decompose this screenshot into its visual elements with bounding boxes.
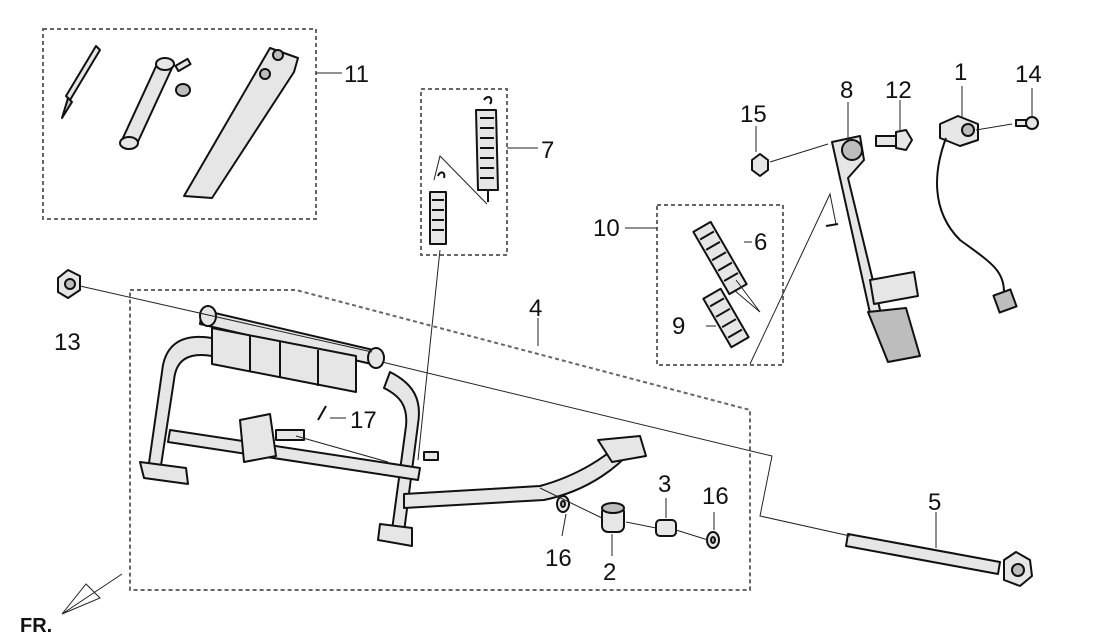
callout-9: 9 — [672, 313, 685, 340]
screwdriver-tool — [61, 45, 101, 119]
callout-8: 8 — [840, 77, 853, 104]
washer-16-left — [556, 495, 570, 513]
cotter-pin — [317, 405, 327, 421]
front-direction-label: FR. — [20, 615, 52, 637]
callout-3: 3 — [658, 471, 671, 498]
pivot-bolt — [875, 129, 913, 151]
callout-13: 13 — [54, 329, 81, 356]
callout-16-left: 16 — [545, 545, 572, 572]
side-stand-spring-group-box — [656, 204, 784, 366]
flange-nut — [57, 269, 81, 299]
callout-17: 17 — [350, 407, 377, 434]
side-stand-spring-6 — [692, 220, 748, 296]
callout-14: 14 — [1015, 61, 1042, 88]
side-stand-switch — [936, 115, 1018, 314]
side-stand-spring-9 — [702, 287, 750, 349]
callout-7: 7 — [541, 137, 554, 164]
toolkit-group-box — [42, 28, 317, 220]
leader-lines — [79, 72, 1033, 556]
switch-screw — [1015, 116, 1039, 130]
main-stand-spring-small — [429, 171, 447, 245]
box-spanner-tool — [119, 57, 192, 150]
callout-16-right: 16 — [702, 483, 729, 510]
main-stand-group-box — [129, 289, 751, 591]
main-stand-spring-large — [475, 96, 499, 202]
callout-10: 10 — [593, 215, 620, 242]
side-stand — [825, 135, 921, 363]
callout-4: 4 — [529, 295, 542, 322]
callout-6: 6 — [754, 229, 767, 256]
pivot-shaft — [845, 533, 1033, 587]
tool-pouch — [183, 47, 299, 199]
callout-15: 15 — [740, 101, 767, 128]
main-stand-spring-group-box — [420, 88, 508, 256]
front-direction-icon — [61, 573, 123, 615]
washer-16-right — [706, 531, 720, 549]
callout-1: 1 — [954, 59, 967, 86]
callout-12: 12 — [885, 77, 912, 104]
bushing — [655, 519, 677, 537]
callout-11: 11 — [344, 61, 369, 88]
callout-2: 2 — [603, 559, 616, 586]
stand-bracket — [239, 413, 305, 463]
collar — [601, 502, 625, 533]
main-stand — [139, 305, 647, 547]
callout-5: 5 — [928, 489, 941, 516]
side-stand-nut — [751, 153, 769, 177]
